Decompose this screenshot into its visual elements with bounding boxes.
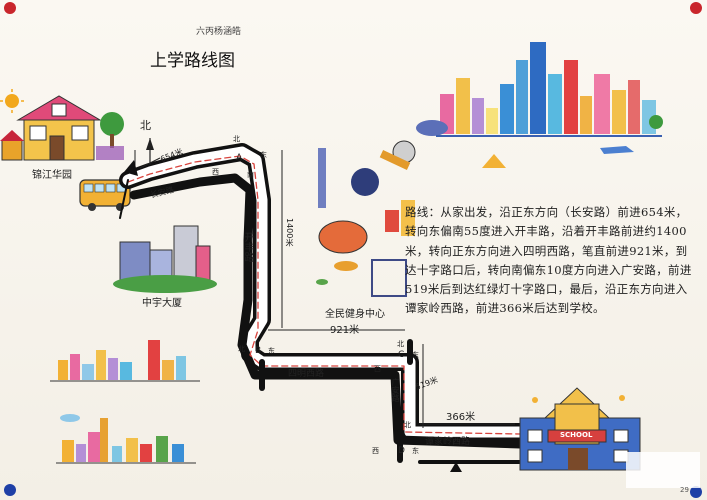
north-label-d: 北 [404, 421, 411, 429]
page-title: 上学路线图 [150, 51, 235, 71]
south-label-a: 南 [247, 171, 254, 179]
town-drawing-bottom [56, 414, 196, 464]
fitness-center-label: 全民健身中心 [325, 309, 385, 320]
distance-1400: 1400米 [285, 218, 294, 247]
pushpin-bottom-left [4, 484, 16, 496]
pushpin-bottom-right [690, 486, 702, 498]
town-drawing-middle [50, 340, 200, 382]
west-label-a: 西 [212, 168, 219, 176]
school-sign: SCHOOL [560, 431, 593, 439]
guangan-road-label: 广安路 [391, 378, 400, 402]
zhongyu-label: 中宇大厦 [142, 298, 182, 309]
fitness-center-icon [316, 140, 416, 297]
west-label-d: 西 [372, 447, 379, 455]
start-marker-icon [124, 160, 138, 176]
distance-guides [134, 150, 515, 428]
home-house-icon [0, 95, 124, 161]
page-number: 29 [680, 486, 689, 494]
route-road [119, 143, 529, 464]
point-c: C [398, 350, 405, 360]
east-label-c: 东 [412, 351, 419, 359]
north-label-a: 北 [233, 135, 240, 143]
siming-road-label: 四明西路 [288, 369, 325, 379]
distance-366: 366米 [446, 412, 476, 423]
point-a: A [236, 153, 243, 163]
east-label-a: 东 [260, 151, 267, 159]
north-label: 北 [140, 119, 151, 132]
kaifeng-road-label: 开丰路 [242, 232, 253, 262]
zhongyu-building-icon [113, 225, 217, 293]
end-marker-icon [450, 462, 462, 472]
sun-icon [0, 89, 24, 113]
point-b: B [255, 346, 262, 356]
author-name: 六丙杨涵皓 [196, 27, 242, 37]
tanjialing-road-label: 谭家岭西路 [425, 437, 471, 447]
logo-cover [626, 452, 700, 488]
north-label-b: 北 [238, 345, 245, 353]
east-label-d: 东 [412, 447, 419, 455]
east-label-b: 东 [268, 347, 275, 355]
north-label-c: 北 [397, 340, 404, 348]
point-d: D [398, 446, 405, 456]
distance-921: 921米 [330, 325, 360, 336]
pushpin-top-left [4, 2, 16, 14]
route-description: 路线：从家出发，沿正东方向（长安路）前进654米，转向东偏南55度进入开丰路，沿… [405, 205, 692, 316]
west-label-c: 西 [374, 365, 381, 373]
home-label: 锦江华园 [32, 170, 72, 181]
city-skyline-icon [416, 42, 663, 168]
pushpin-top-right [690, 2, 702, 14]
school-building-icon [519, 387, 641, 471]
